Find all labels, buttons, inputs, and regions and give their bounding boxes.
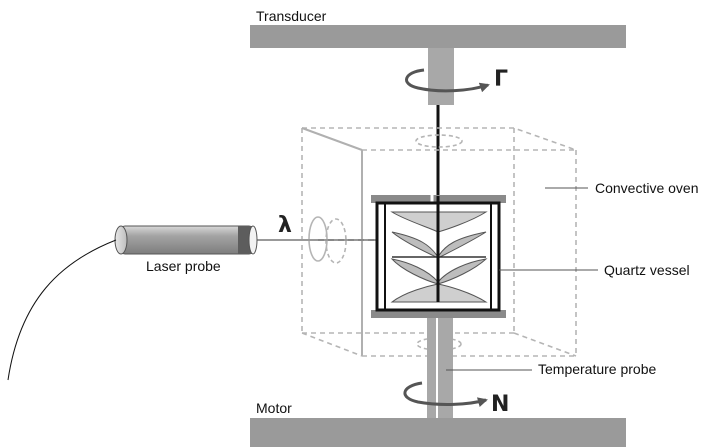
motor-plate (250, 418, 626, 447)
torque-rotation-arrow (405, 68, 490, 93)
transducer-label: Transducer (256, 8, 327, 24)
wavelength-symbol: λ (278, 213, 292, 238)
convective-oven-label: Convective oven (595, 180, 699, 196)
laser-probe (114, 225, 258, 255)
laser-probe-label: Laser probe (146, 258, 221, 274)
motor-rotation-arrow (403, 381, 488, 407)
lower-shaft (427, 318, 453, 418)
quartz-vessel-label: Quartz vessel (604, 262, 690, 278)
laser-cable (7, 239, 117, 381)
transducer-plate (250, 25, 626, 48)
upper-shaft (428, 48, 454, 105)
temperature-probe-label: Temperature probe (538, 361, 657, 377)
torque-symbol: Γ (494, 67, 508, 92)
rotation-speed-symbol: N (491, 392, 509, 417)
motor-label: Motor (256, 400, 292, 416)
